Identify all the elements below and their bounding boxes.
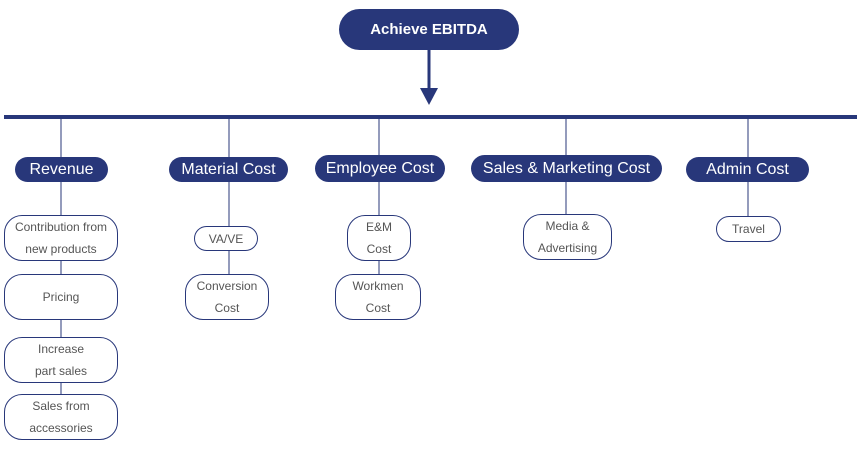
category-employee-cost-label: Employee Cost [325, 159, 435, 177]
leaf-line: accessories [29, 421, 93, 435]
leaf-workmen-cost: Workmen Cost [335, 274, 421, 320]
root-arrow-head [420, 88, 438, 105]
root-node-achieve-ebitda: Achieve EBITDA [339, 9, 519, 50]
leaf-line: Contribution from [14, 220, 108, 234]
leaf-sales-from-accessories: Sales from accessories [4, 394, 118, 440]
leaf-line: Conversion [196, 279, 258, 293]
leaf-line: Workmen [352, 279, 404, 293]
category-sales-marketing-cost: Sales & Marketing Cost [471, 155, 662, 182]
leaf-line: Media & [545, 219, 590, 233]
leaf-line: Travel [732, 222, 765, 236]
leaf-contribution-from-new-products: Contribution from new products [4, 215, 118, 261]
root-label: Achieve EBITDA [370, 21, 488, 38]
leaf-conversion-cost: Conversion Cost [185, 274, 269, 320]
leaf-line: Increase [37, 342, 85, 356]
category-revenue-label: Revenue [29, 160, 94, 178]
leaf-travel: Travel [716, 216, 781, 242]
leaf-va-ve: VA/VE [194, 226, 258, 251]
leaf-line: Sales from [32, 399, 90, 413]
leaf-line: Pricing [42, 290, 80, 304]
leaf-line: Advertising [537, 241, 598, 255]
category-revenue: Revenue [15, 157, 108, 182]
leaf-line: part sales [34, 364, 88, 378]
leaf-line: E&M [365, 220, 392, 234]
leaf-em-cost: E&M Cost [347, 215, 411, 261]
category-material-cost-label: Material Cost [181, 160, 276, 178]
leaf-line: Cost [365, 301, 391, 315]
category-sales-marketing-cost-label: Sales & Marketing Cost [482, 159, 651, 177]
leaf-line: VA/VE [208, 231, 244, 246]
leaf-line: Cost [214, 301, 240, 315]
leaf-line: Cost [366, 242, 392, 256]
category-admin-cost-label: Admin Cost [706, 160, 789, 178]
leaf-media-advertising: Media & Advertising [523, 214, 612, 260]
leaf-pricing: Pricing [4, 274, 118, 320]
leaf-line: new products [25, 242, 97, 256]
category-material-cost: Material Cost [169, 157, 288, 182]
category-admin-cost: Admin Cost [686, 157, 809, 182]
category-employee-cost: Employee Cost [315, 155, 445, 182]
leaf-increase-part-sales: Increase part sales [4, 337, 118, 383]
